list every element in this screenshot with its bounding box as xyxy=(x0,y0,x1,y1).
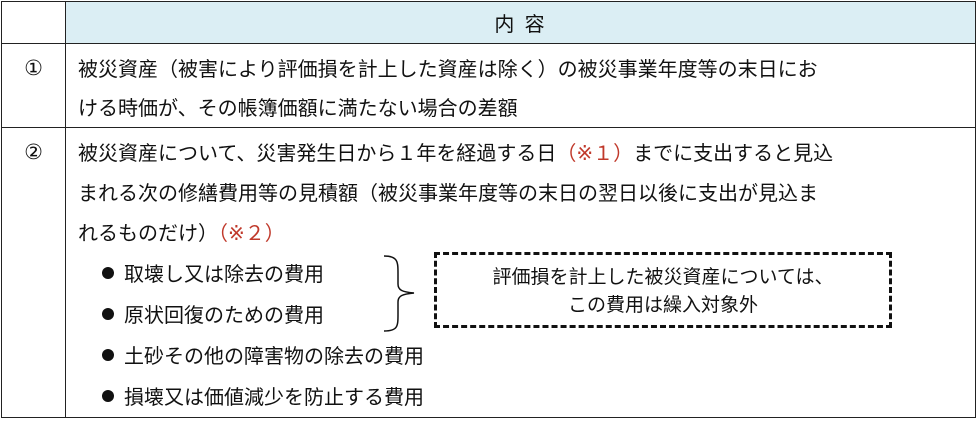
row-number: ② xyxy=(24,140,43,164)
curly-brace-icon xyxy=(383,255,415,332)
row2-line: 被災資産について、災害発生日から１年を経過する日（※１）までに支出すると見込 xyxy=(78,141,833,165)
row2-text: れるものだけ） xyxy=(78,221,218,245)
bullet-text: 土砂その他の障害物の除去の費用 xyxy=(124,344,424,368)
bullet-text: 損壊又は価値減少を防止する費用 xyxy=(124,385,424,409)
callout-line: この費用は繰入対象外 xyxy=(567,294,758,316)
note-ref-2: （※２） xyxy=(218,221,285,245)
bullet-item: 原状回復のための費用 xyxy=(102,303,324,327)
bullet-icon xyxy=(102,390,114,402)
bullet-icon xyxy=(102,349,114,361)
bullet-item: 土砂その他の障害物の除去の費用 xyxy=(102,344,424,368)
row-divider xyxy=(2,127,975,128)
note-ref-1: （※１） xyxy=(556,141,634,165)
row1-line: 被災資産（被害により評価損を計上した資産は除く）の被災事業年度等の末日にお xyxy=(78,57,818,81)
callout-line: 評価損を計上した被災資産については、 xyxy=(492,266,834,288)
row2-line: まれる次の修繕費用等の見積額（被災事業年度等の末日の翌日以後に支出が見込ま xyxy=(78,181,818,205)
row2-text: までに支出すると見込 xyxy=(633,141,834,165)
bullet-text: 原状回復のための費用 xyxy=(124,303,324,327)
bullet-item: 取壊し又は除去の費用 xyxy=(102,262,324,286)
bullet-icon xyxy=(102,308,114,320)
callout-box: 評価損を計上した被災資産については、 この費用は繰入対象外 xyxy=(434,252,892,328)
header-content-label: 内 容 xyxy=(494,12,547,36)
row2-text: 被災資産について、災害発生日から１年を経過する日 xyxy=(78,141,557,165)
table-header: 内 容 xyxy=(66,2,975,43)
row-divider xyxy=(2,43,975,44)
bullet-icon xyxy=(102,267,114,279)
bullet-text: 取壊し又は除去の費用 xyxy=(124,262,324,286)
row2-line: れるものだけ）（※２） xyxy=(78,221,285,245)
row-number: ① xyxy=(24,56,43,80)
bullet-item: 損壊又は価値減少を防止する費用 xyxy=(102,385,424,409)
column-divider xyxy=(65,2,66,417)
row1-line: ける時価が、その帳簿価額に満たない場合の差額 xyxy=(78,96,518,120)
